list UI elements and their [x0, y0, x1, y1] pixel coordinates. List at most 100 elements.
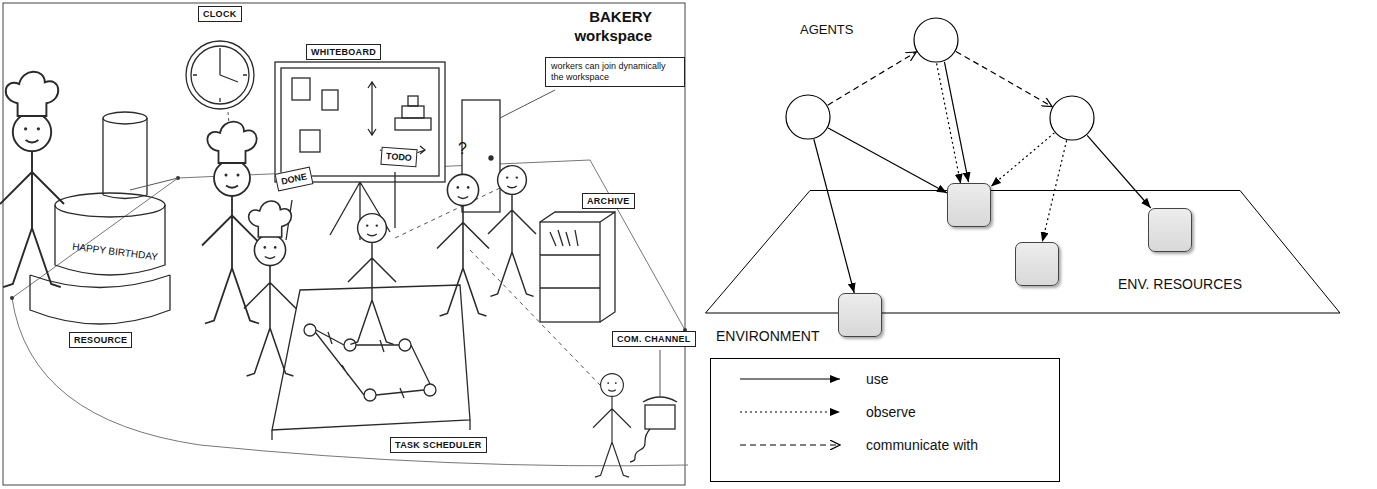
leader-line	[130, 178, 178, 190]
leader-line	[500, 90, 555, 118]
note	[292, 78, 310, 100]
environment-area: ENVIRONMENT	[705, 190, 1341, 314]
label-tag: ARCHIVE	[582, 193, 635, 209]
note-box: workers can join dynamically the workspa…	[545, 57, 685, 87]
connector	[828, 52, 917, 105]
legend-text: communicate with	[866, 437, 978, 453]
board	[275, 62, 445, 182]
board-inner	[281, 68, 439, 176]
panel-border	[3, 3, 685, 485]
worker-figure	[348, 214, 396, 345]
cabinet-front	[540, 222, 600, 322]
node-text: ARCHIVE	[587, 196, 630, 206]
place	[364, 389, 376, 401]
cake-text: HAPPY BIRTHDAY	[72, 241, 159, 262]
connector	[1087, 135, 1151, 208]
phone-base	[645, 405, 675, 429]
legend-sample	[740, 411, 840, 412]
panel-title: BAKERY workspace	[566, 8, 652, 46]
connector	[956, 51, 1052, 106]
node-text: RESOURCE	[74, 335, 127, 345]
note	[300, 130, 320, 152]
place	[304, 324, 316, 336]
node-text: WHITEBOARD	[311, 47, 376, 57]
cabinet-drawers	[540, 212, 615, 322]
resource-box	[1148, 208, 1192, 252]
label-tag: RESOURCE	[69, 332, 132, 348]
worker-figure	[593, 374, 631, 478]
dashed-link	[470, 250, 600, 385]
chef-figure	[0, 113, 64, 287]
circle-outline	[785, 94, 831, 140]
archive-cabinet	[540, 212, 615, 322]
cake-middle-tier	[55, 205, 165, 275]
cake-top-tier	[103, 118, 147, 199]
chef-hat	[6, 72, 59, 116]
note	[322, 90, 338, 110]
place	[399, 339, 411, 351]
dashed-link	[395, 188, 500, 238]
label-tag: WHITEBOARD	[306, 44, 381, 60]
chef-hat	[249, 201, 292, 237]
resource-box	[947, 183, 991, 227]
sketch-cake	[408, 96, 418, 106]
legend-text: use	[866, 371, 889, 387]
cake	[30, 112, 170, 324]
node-text: COM. CHANNEL	[617, 334, 691, 344]
task-scheduler-table	[272, 285, 470, 440]
environment-shape	[706, 191, 1341, 314]
clock-rim	[186, 41, 254, 109]
place	[344, 339, 356, 351]
agent-circle	[785, 94, 831, 140]
sketch-cake	[402, 106, 424, 118]
resource-box	[1015, 242, 1059, 286]
sign-board: TODO	[380, 147, 417, 167]
connector	[828, 128, 947, 193]
phone-cord	[630, 397, 677, 462]
agent-circle	[913, 17, 959, 63]
resource-box	[838, 293, 882, 337]
circle-outline	[913, 17, 959, 63]
chef-figure	[244, 234, 296, 376]
group-heading: ENV. RESOURCES	[1118, 276, 1242, 292]
group-heading: AGENTS	[800, 22, 853, 37]
cake-top	[103, 112, 147, 124]
node-text: TASK SCHEDULER	[395, 440, 482, 450]
worker-figure	[488, 166, 536, 297]
agent-circle	[1049, 95, 1095, 141]
sketch-cake	[395, 118, 431, 130]
connector	[991, 133, 1054, 187]
chef-hat	[207, 122, 256, 163]
label-tag: CLOCK	[198, 6, 242, 22]
node-text: TODO	[386, 151, 412, 163]
connector	[944, 62, 968, 182]
whiteboard	[275, 62, 445, 240]
clock	[186, 41, 254, 109]
label-tag: COM. CHANNEL	[612, 331, 696, 347]
question-mark: ?	[458, 140, 467, 158]
connector	[937, 63, 961, 183]
clock-hands	[193, 48, 247, 102]
label-tag: TASK SCHEDULER	[390, 437, 487, 453]
floor-outline	[12, 160, 688, 466]
petri-arcs	[316, 330, 430, 398]
leader-line	[660, 350, 661, 398]
circle-outline	[1049, 95, 1095, 141]
area-heading: ENVIRONMENT	[716, 328, 819, 344]
node-text: workers can join dynamically the workspa…	[551, 61, 679, 83]
connector	[814, 139, 854, 293]
worker-figure	[437, 174, 489, 316]
connector	[1042, 140, 1066, 242]
door-knob	[489, 156, 493, 160]
phone	[630, 397, 677, 462]
agent-shape	[914, 18, 958, 62]
legend-sample	[740, 444, 840, 445]
legend-box: use observe communicate with	[710, 358, 1060, 482]
node-text: CLOCK	[203, 9, 237, 19]
corner-dot	[10, 296, 14, 300]
clock-face	[191, 46, 249, 104]
legend-text: observe	[866, 404, 916, 420]
node-text: DONE	[280, 171, 308, 186]
agent-shape	[1050, 96, 1094, 140]
agent-shape	[786, 95, 830, 139]
